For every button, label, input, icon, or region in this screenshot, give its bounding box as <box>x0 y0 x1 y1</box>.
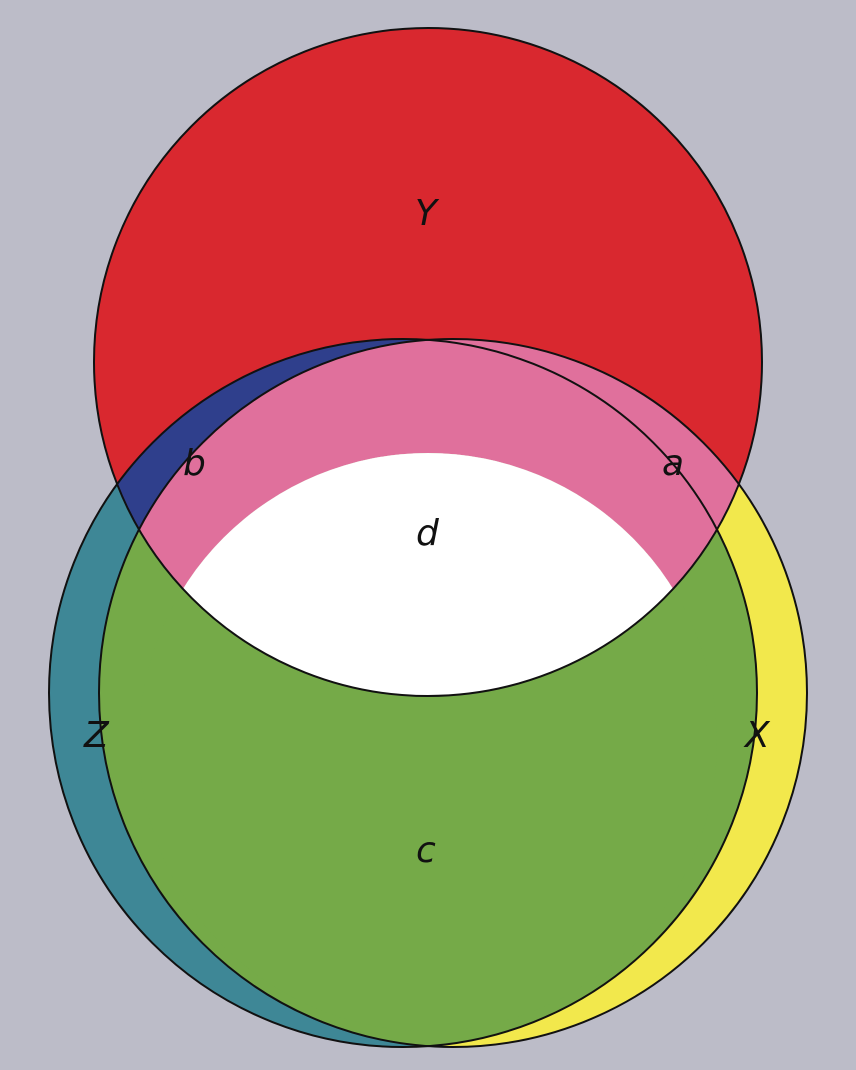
label-y: Y <box>415 193 440 234</box>
region-d-mask-shape <box>139 453 717 696</box>
set-y-outline <box>93 27 763 697</box>
label-b: b <box>183 443 206 484</box>
label-d: d <box>416 513 440 554</box>
label-a: a <box>662 443 684 484</box>
label-c: c <box>416 830 436 871</box>
label-x: X <box>743 715 771 756</box>
label-z: Z <box>83 715 110 756</box>
set-x-outline <box>98 338 808 1048</box>
set-z-outline <box>48 338 758 1048</box>
